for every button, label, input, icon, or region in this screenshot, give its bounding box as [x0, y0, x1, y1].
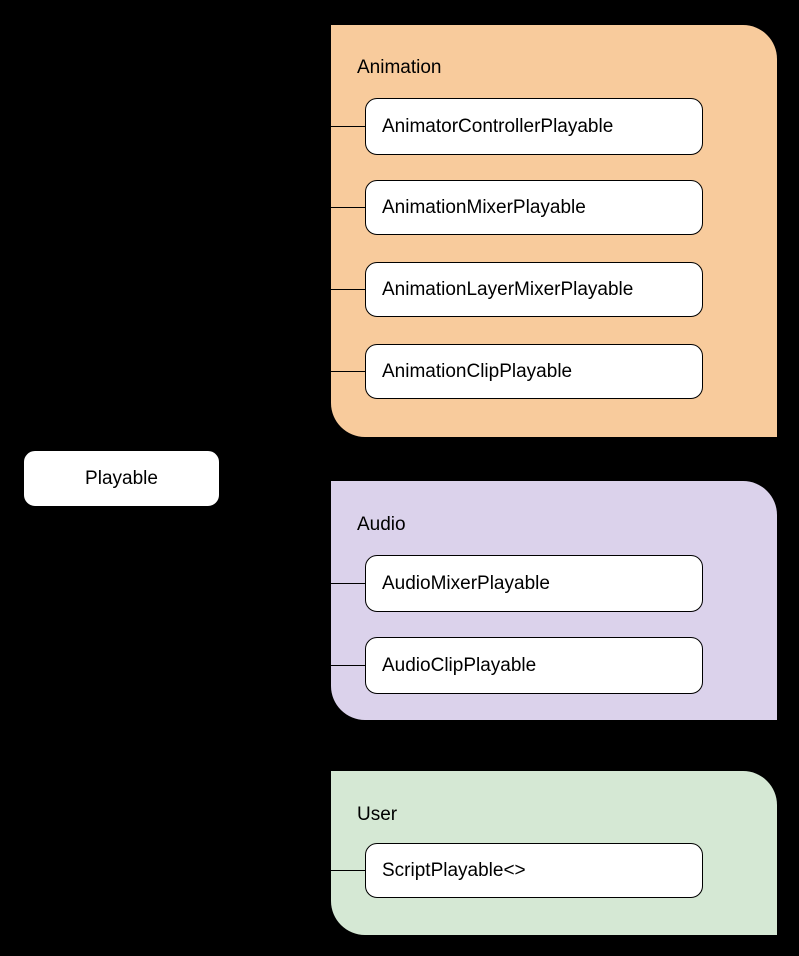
- node-animation-2[interactable]: AnimationLayerMixerPlayable: [365, 262, 703, 317]
- node-label: AnimatorControllerPlayable: [382, 116, 614, 137]
- connector-audio-0: [331, 583, 365, 584]
- connector-animation-1: [331, 207, 365, 208]
- connector-audio-1: [331, 665, 365, 666]
- connector-animation-0: [331, 126, 365, 127]
- node-label: AudioClipPlayable: [382, 655, 537, 676]
- connector-animation-2: [331, 289, 365, 290]
- group-label-audio: Audio: [357, 514, 406, 535]
- connector-animation-3: [331, 371, 365, 372]
- node-label: AnimationMixerPlayable: [382, 197, 586, 218]
- node-playable-root[interactable]: Playable: [23, 450, 220, 507]
- node-label: AudioMixerPlayable: [382, 573, 550, 594]
- node-label: Playable: [85, 468, 158, 489]
- node-audio-1[interactable]: AudioClipPlayable: [365, 637, 703, 694]
- group-label-animation: Animation: [357, 57, 442, 78]
- node-user-0[interactable]: ScriptPlayable<>: [365, 843, 703, 898]
- node-animation-1[interactable]: AnimationMixerPlayable: [365, 180, 703, 235]
- connector-user-0: [331, 870, 365, 871]
- node-label: AnimationLayerMixerPlayable: [382, 279, 634, 300]
- node-animation-0[interactable]: AnimatorControllerPlayable: [365, 98, 703, 155]
- node-audio-0[interactable]: AudioMixerPlayable: [365, 555, 703, 612]
- node-animation-3[interactable]: AnimationClipPlayable: [365, 344, 703, 399]
- node-label: ScriptPlayable<>: [382, 860, 526, 881]
- group-label-user: User: [357, 804, 398, 825]
- node-label: AnimationClipPlayable: [382, 361, 573, 382]
